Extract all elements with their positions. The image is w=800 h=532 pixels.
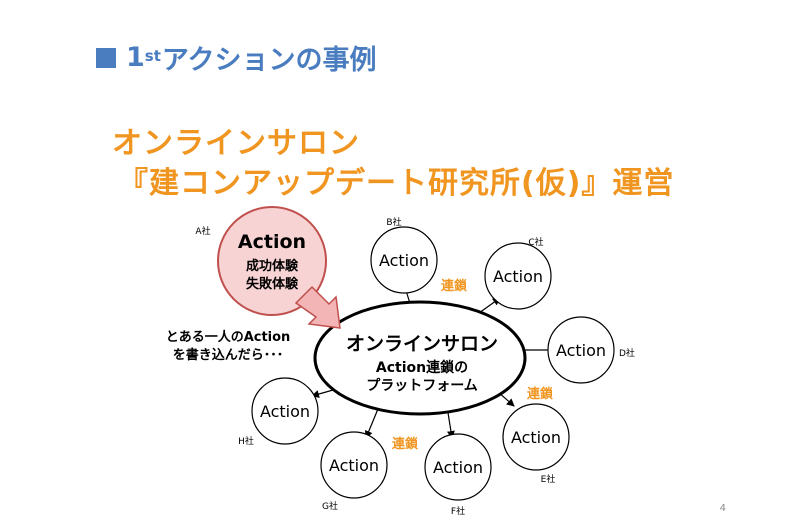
node-c-company: C社 [528,236,543,248]
heading-text: アクションの事例 [161,45,377,76]
heading-sup: st [144,46,161,65]
node-h-label: Action [260,402,310,421]
node-h-company: H社 [238,435,254,447]
page-number: 4 [720,503,726,514]
node-b-company: B社 [386,216,401,228]
node-h-circle [251,377,319,445]
source-line1: 成功体験 [246,258,299,274]
node-c-label: Action [493,267,543,286]
chain-label-top: 連鎖 [441,278,468,294]
source-circle [217,206,327,316]
node-d-label: Action [556,341,606,360]
node-e-label: Action [511,428,561,447]
source-line2: 失敗体験 [246,276,299,292]
prompt-line2: を書き込んだら･･･ [173,347,284,363]
node-f-circle [424,433,492,501]
node-f-company: F社 [451,505,465,517]
node-b-label: Action [379,251,429,270]
source-action: Action [238,231,306,253]
node-c-circle [484,242,552,310]
bullet-square-icon [96,47,116,68]
node-g-company: G社 [322,500,338,512]
platform-ellipse [313,300,527,416]
node-g-label: Action [329,456,379,475]
source-company: A社 [195,225,210,237]
node-d-circle [547,316,615,384]
chain-label-bottom: 連鎖 [392,436,419,452]
title-line1: オンラインサロン [112,126,360,161]
platform-title: オンラインサロン [346,333,498,355]
chain-label-right: 連鎖 [527,386,554,402]
node-g-circle [320,431,388,499]
platform-line1: Action連鎖の [376,359,468,376]
node-f-label: Action [433,458,483,477]
block-arrow-icon [294,285,341,329]
node-e-company: E社 [541,473,556,485]
prompt-line1: とある一人のAction [166,329,291,345]
node-e-circle [502,403,570,471]
platform-line2: プラットフォーム [366,378,478,394]
node-b-circle [370,226,438,294]
title-line2: 『建コンアップデート研究所(仮)』運営 [118,166,675,201]
heading-num: 1 [126,42,145,73]
node-d-company: D社 [619,347,635,359]
